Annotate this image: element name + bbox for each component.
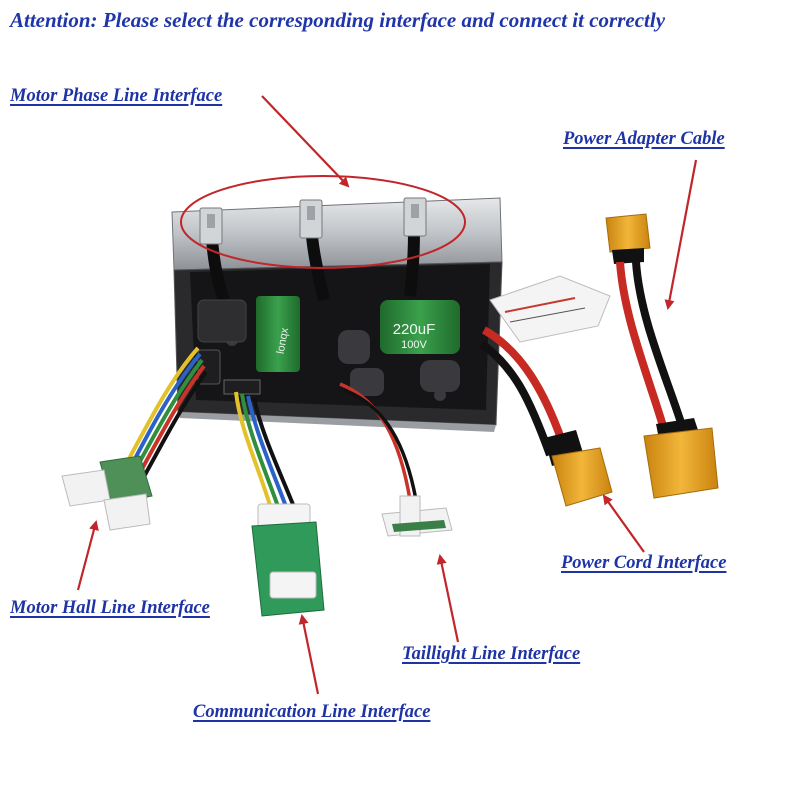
capacitor-1-label: 220uF [393, 321, 436, 338]
power-adapter-cable [605, 213, 719, 499]
communication-line-interface-label[interactable]: Communication Line Interface [193, 702, 431, 722]
motor-phase-line-interface-label[interactable]: Motor Phase Line Interface [10, 86, 223, 106]
motor-hall-line-interface-label[interactable]: Motor Hall Line Interface [10, 598, 210, 618]
phase-terminals [199, 197, 427, 303]
phase-highlight-ellipse [180, 175, 466, 269]
capacitor-1-voltage: 100V [401, 339, 427, 351]
hall-wires [61, 346, 208, 531]
arrow-motor-hall [76, 520, 99, 591]
communication-wires [234, 391, 325, 617]
taillight-wires [339, 382, 453, 537]
attention-heading: Attention: Please select the correspondi… [10, 8, 666, 32]
taillight-line-interface-label[interactable]: Taillight Line Interface [402, 644, 581, 664]
warning-tag [489, 275, 611, 343]
power-cord [479, 326, 613, 507]
power-adapter-cable-label[interactable]: Power Adapter Cable [563, 129, 725, 149]
capacitor-2-label: lonqx [275, 326, 291, 354]
arrow-power-adapter [664, 159, 698, 310]
power-cord-interface-label[interactable]: Power Cord Interface [561, 553, 727, 573]
arrow-motor-phase [261, 95, 350, 188]
arrow-communication [298, 614, 320, 695]
arrow-power-cord [602, 494, 645, 553]
callout-arrows [76, 95, 698, 695]
arrow-taillight [436, 554, 460, 643]
